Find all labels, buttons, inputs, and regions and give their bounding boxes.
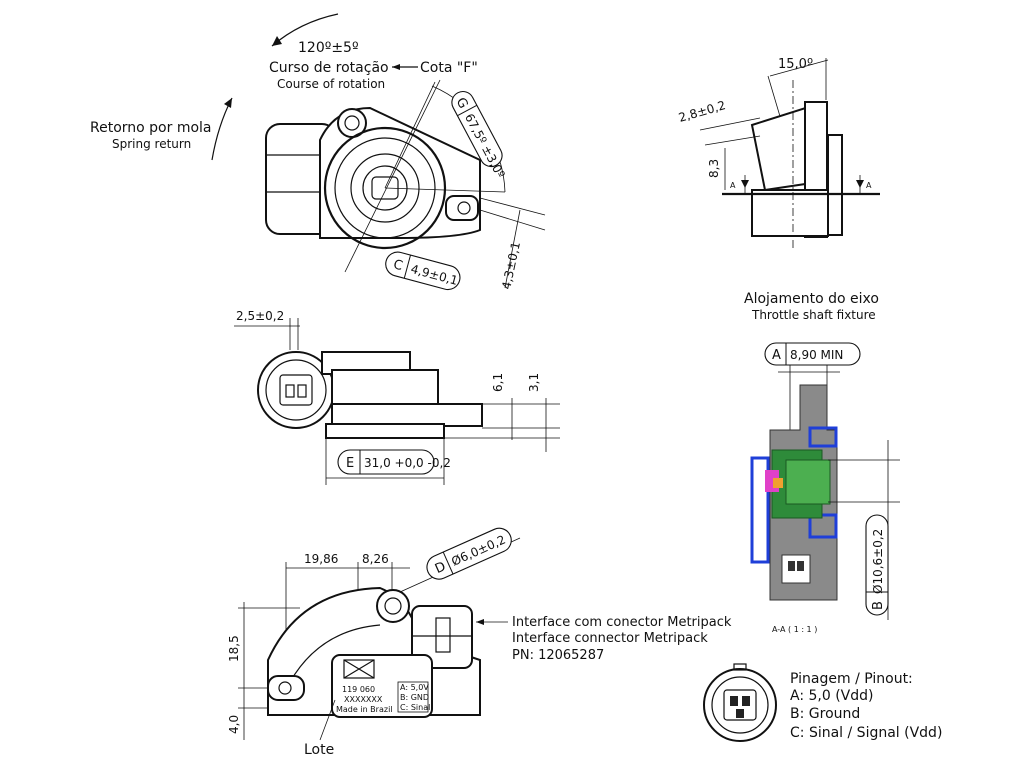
spring-arrow [211,97,233,161]
plate-pin-b: B: GND [400,693,429,702]
sensor-orange [773,478,783,488]
plate-pin-c: C: Sinal [400,703,430,712]
rotation-angle: 120º±5º [298,40,359,56]
shaft-bore [362,165,408,211]
spring-title-en: Spring return [112,137,191,151]
bottom-view: 19,86 8,26 D Ø6,0±0,2 18,5 4,0 119 060 [227,527,732,758]
side-d1: 2,8±0,2 [677,98,727,125]
seal-blue-left [750,456,770,564]
side-flange [827,134,843,236]
bottom-ear [376,589,410,623]
e-label: E [346,456,354,471]
bottom-connector [411,605,473,669]
pinout-title: Pinagem / Pinout: [790,671,913,687]
h-value-4-3: 4,3±0,1 [499,241,523,291]
section-a-right: A [866,181,872,190]
shaft-b-value: Ø10,6±0,2 [871,529,885,594]
shaft-title-pt: Alojamento do eixo [744,291,879,307]
serial: XXXXXXX [344,695,383,704]
rotation-title-pt: Curso de rotação [269,60,389,76]
shaft-a-label: A [772,348,781,363]
made-in: Made in Brazil [336,705,393,714]
bottom-w2: 8,26 [362,552,389,566]
section-label: A-A ( 1 : 1 ) [772,625,817,634]
cota-f-label: Cota "F" [420,60,478,76]
mount-hole [344,115,360,131]
front-flange [325,423,445,439]
bottom-h2: 4,0 [227,715,241,734]
e-value: 31,0 +0,0 -0,2 [364,456,451,470]
rotor-ring [334,137,436,239]
front-base [331,403,483,427]
bottom-lower-ear [267,675,305,701]
side-angle: 15,0º [778,57,813,72]
shaft-a-value: 8,90 MIN [790,348,843,362]
shaft-slot [371,176,399,200]
connector-line3: PN: 12065287 [512,648,604,663]
bottom-w1: 19,86 [304,552,338,566]
plate-pin-a: A: 5,0V [400,683,429,692]
pinout: Pinagem / Pinout: A: 5,0 (Vdd) B: Ground… [703,663,942,742]
pinout-connector [703,668,777,742]
rotor-ring-outer [323,126,447,250]
part-no: 119 060 [342,685,375,694]
shaft-connector-detail [781,554,811,584]
front-view: 2,5±0,2 6,1 3,1 E 31,0 +0,0 -0,2 [234,309,560,485]
shaft-section: Alojamento do eixo Throttle shaft fixtur… [744,291,900,634]
connector-line2: Interface connector Metripack [512,631,708,646]
side-base [751,189,829,237]
spring-title-pt: Retorno por mola [90,120,212,136]
front-h1: 6,1 [491,373,505,392]
c-label: C [392,257,405,274]
shaft-b-label: B [871,601,886,610]
rotor-inner [350,153,420,223]
front-h2: 3,1 [527,373,541,392]
pinout-b: B: Ground [790,706,860,722]
lote-label: Lote [304,742,334,758]
top-view: 120º±5º Curso de rotação Course of rotat… [90,13,546,291]
lower-ear [445,195,479,221]
bottom-hole [384,597,402,615]
seal-blue-bottom [808,513,838,539]
sensor-housing [319,106,481,239]
section-a-left: A [730,181,736,190]
side-view: 15,0º A A 2,8±0,2 8,3 [677,57,880,248]
front-d-top: 2,5±0,2 [236,309,284,323]
shaft-title-en: Throttle shaft fixture [751,308,876,322]
rotation-arrow-head [272,36,282,46]
pinout-a: A: 5,0 (Vdd) [790,688,874,704]
side-d2: 8,3 [707,159,721,178]
connector-line1: Interface com conector Metripack [512,615,732,630]
pinout-c: C: Sinal / Signal (Vdd) [790,725,942,741]
bottom-h1: 18,5 [227,635,241,662]
seal-blue-top [808,426,838,448]
rotation-title-en: Course of rotation [277,77,385,91]
